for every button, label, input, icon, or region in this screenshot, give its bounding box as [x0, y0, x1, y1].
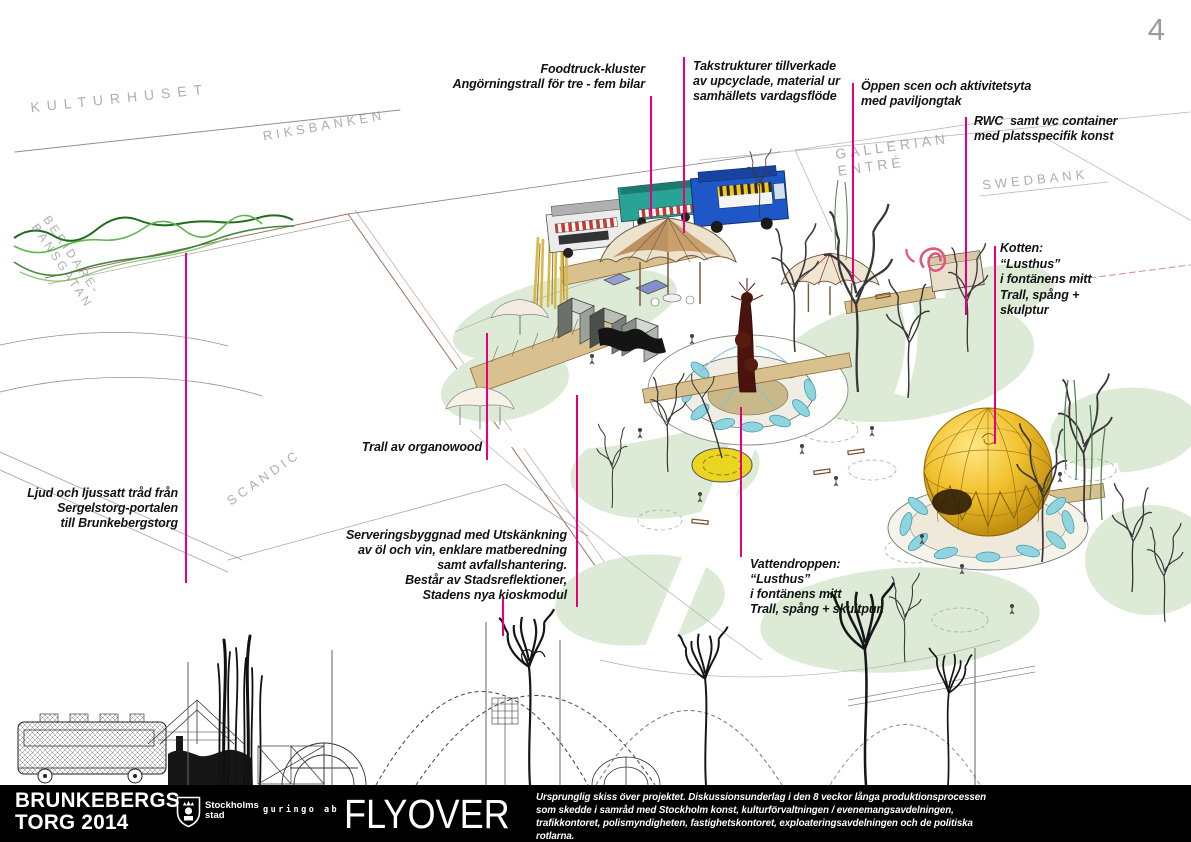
leader-line-trall — [486, 333, 488, 460]
grid-tower — [491, 697, 519, 785]
parasol-pavilion-large — [599, 217, 737, 307]
poles — [187, 622, 976, 785]
yellow-pond — [691, 373, 753, 483]
reeds — [217, 634, 263, 787]
benches-sketch — [691, 292, 891, 525]
small-dome — [591, 756, 661, 786]
parasol-small-1 — [490, 299, 550, 335]
leader-line-segment — [502, 598, 504, 636]
annotation-oppen-scen: Öppen scen och aktivitetsyta med paviljo… — [861, 79, 1032, 108]
leader-line-oppen-scen — [852, 83, 854, 281]
bus-wireframe — [17, 713, 167, 784]
people-sketch — [589, 333, 1063, 615]
annotation-trall: Trall av organowood — [361, 440, 482, 454]
brand-line-2: TORG 2014 — [15, 809, 129, 834]
brand-line-1: BRUNKEBERGS — [15, 788, 180, 812]
footer-bar: BRUNKEBERGS TORG 2014 Stockholms stad gu… — [0, 785, 1191, 842]
partner-logo-text: guringo ab — [263, 805, 340, 815]
leader-line-servering — [576, 395, 578, 607]
stockholm-stad-logo-text: Stockholms stad — [205, 800, 259, 821]
dark-wall — [168, 749, 252, 785]
gold-dome-fountain — [887, 407, 1089, 571]
annotation-foodtruck: Foodtruck-kluster Angörningstrall för tr… — [452, 62, 645, 91]
truss-frame — [257, 745, 325, 785]
plaza-trees — [596, 148, 1184, 663]
black-wavy-wall — [598, 327, 666, 354]
wc-container — [905, 247, 985, 293]
annotation-vattendroppen: Vattendroppen: “Lusthus” i fontänens mit… — [750, 557, 884, 616]
central-fountain — [641, 278, 853, 446]
stockholm-stad-shield-icon — [176, 796, 201, 828]
leader-line-vattendroppen — [740, 407, 742, 557]
brand-logo: BRUNKEBERGS TORG 2014 — [15, 788, 180, 834]
light-thread-sketch — [13, 214, 295, 282]
annotation-servering: Serveringsbyggnad med Utskänkning av öl … — [345, 528, 567, 602]
annotation-kotten: Kotten: “Lusthus” i fontänens mitt Trall… — [1000, 241, 1092, 317]
leader-line-takstrukturer — [683, 57, 685, 233]
glasshouse-gable — [147, 699, 245, 745]
leader-line-ljud — [185, 253, 187, 583]
annotation-ljud: Ljud och ljussatt tråd från Sergelstorg-… — [27, 486, 178, 530]
leader-line-foodtruck — [650, 96, 652, 218]
leader-line-rwc — [965, 117, 967, 315]
annotation-takstrukturer: Takstrukturer tillverkade av upcyclade, … — [693, 59, 840, 103]
slide-description: Ursprunglig skiss över projektet. Diskus… — [536, 792, 986, 842]
slide-title: FLYOVER — [344, 791, 510, 837]
bottom-elevation-sketch — [17, 581, 981, 787]
parasol-small-2 — [445, 386, 515, 429]
canopy-arcs — [375, 691, 981, 786]
leader-line-kotten — [994, 246, 996, 444]
greenhouse-dome — [281, 742, 367, 786]
page-number: 4 — [1147, 12, 1165, 47]
annotation-rwc: RWC samt wc container med platsspecifik … — [974, 114, 1118, 143]
food-truck-blue — [689, 165, 789, 233]
